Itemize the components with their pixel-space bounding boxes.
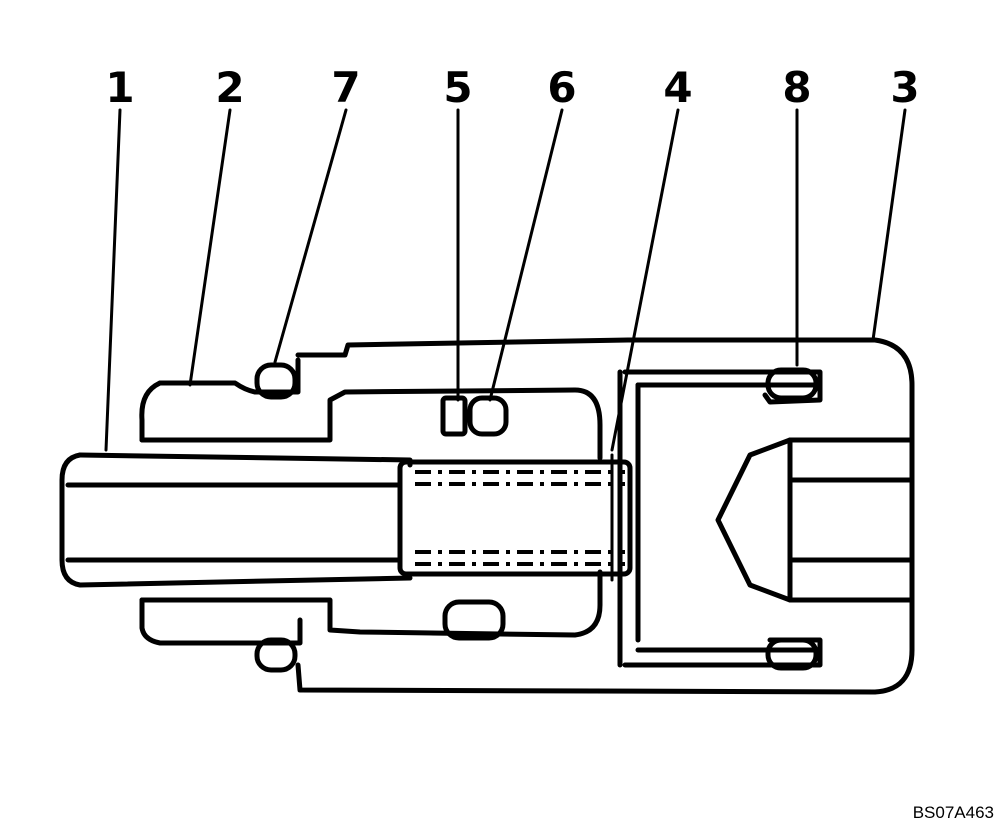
sleeve-collar: [139, 357, 603, 646]
seals: [254, 362, 819, 673]
callout-2: 2: [215, 63, 244, 112]
poppet: [715, 437, 915, 603]
spring: [397, 453, 633, 582]
callout-7: 7: [331, 63, 360, 112]
callout-labels: 1 2 7 5 6 4 8 3: [105, 63, 919, 112]
callout-1: 1: [105, 63, 134, 112]
callout-4: 4: [663, 63, 692, 112]
callout-6: 6: [547, 63, 576, 112]
inner-plug: [59, 452, 413, 588]
callout-5: 5: [443, 63, 472, 112]
callout-8: 8: [782, 63, 811, 112]
callout-3: 3: [890, 63, 919, 112]
leader-lines: [104, 108, 907, 452]
figure-code: BS07A463: [913, 803, 994, 822]
